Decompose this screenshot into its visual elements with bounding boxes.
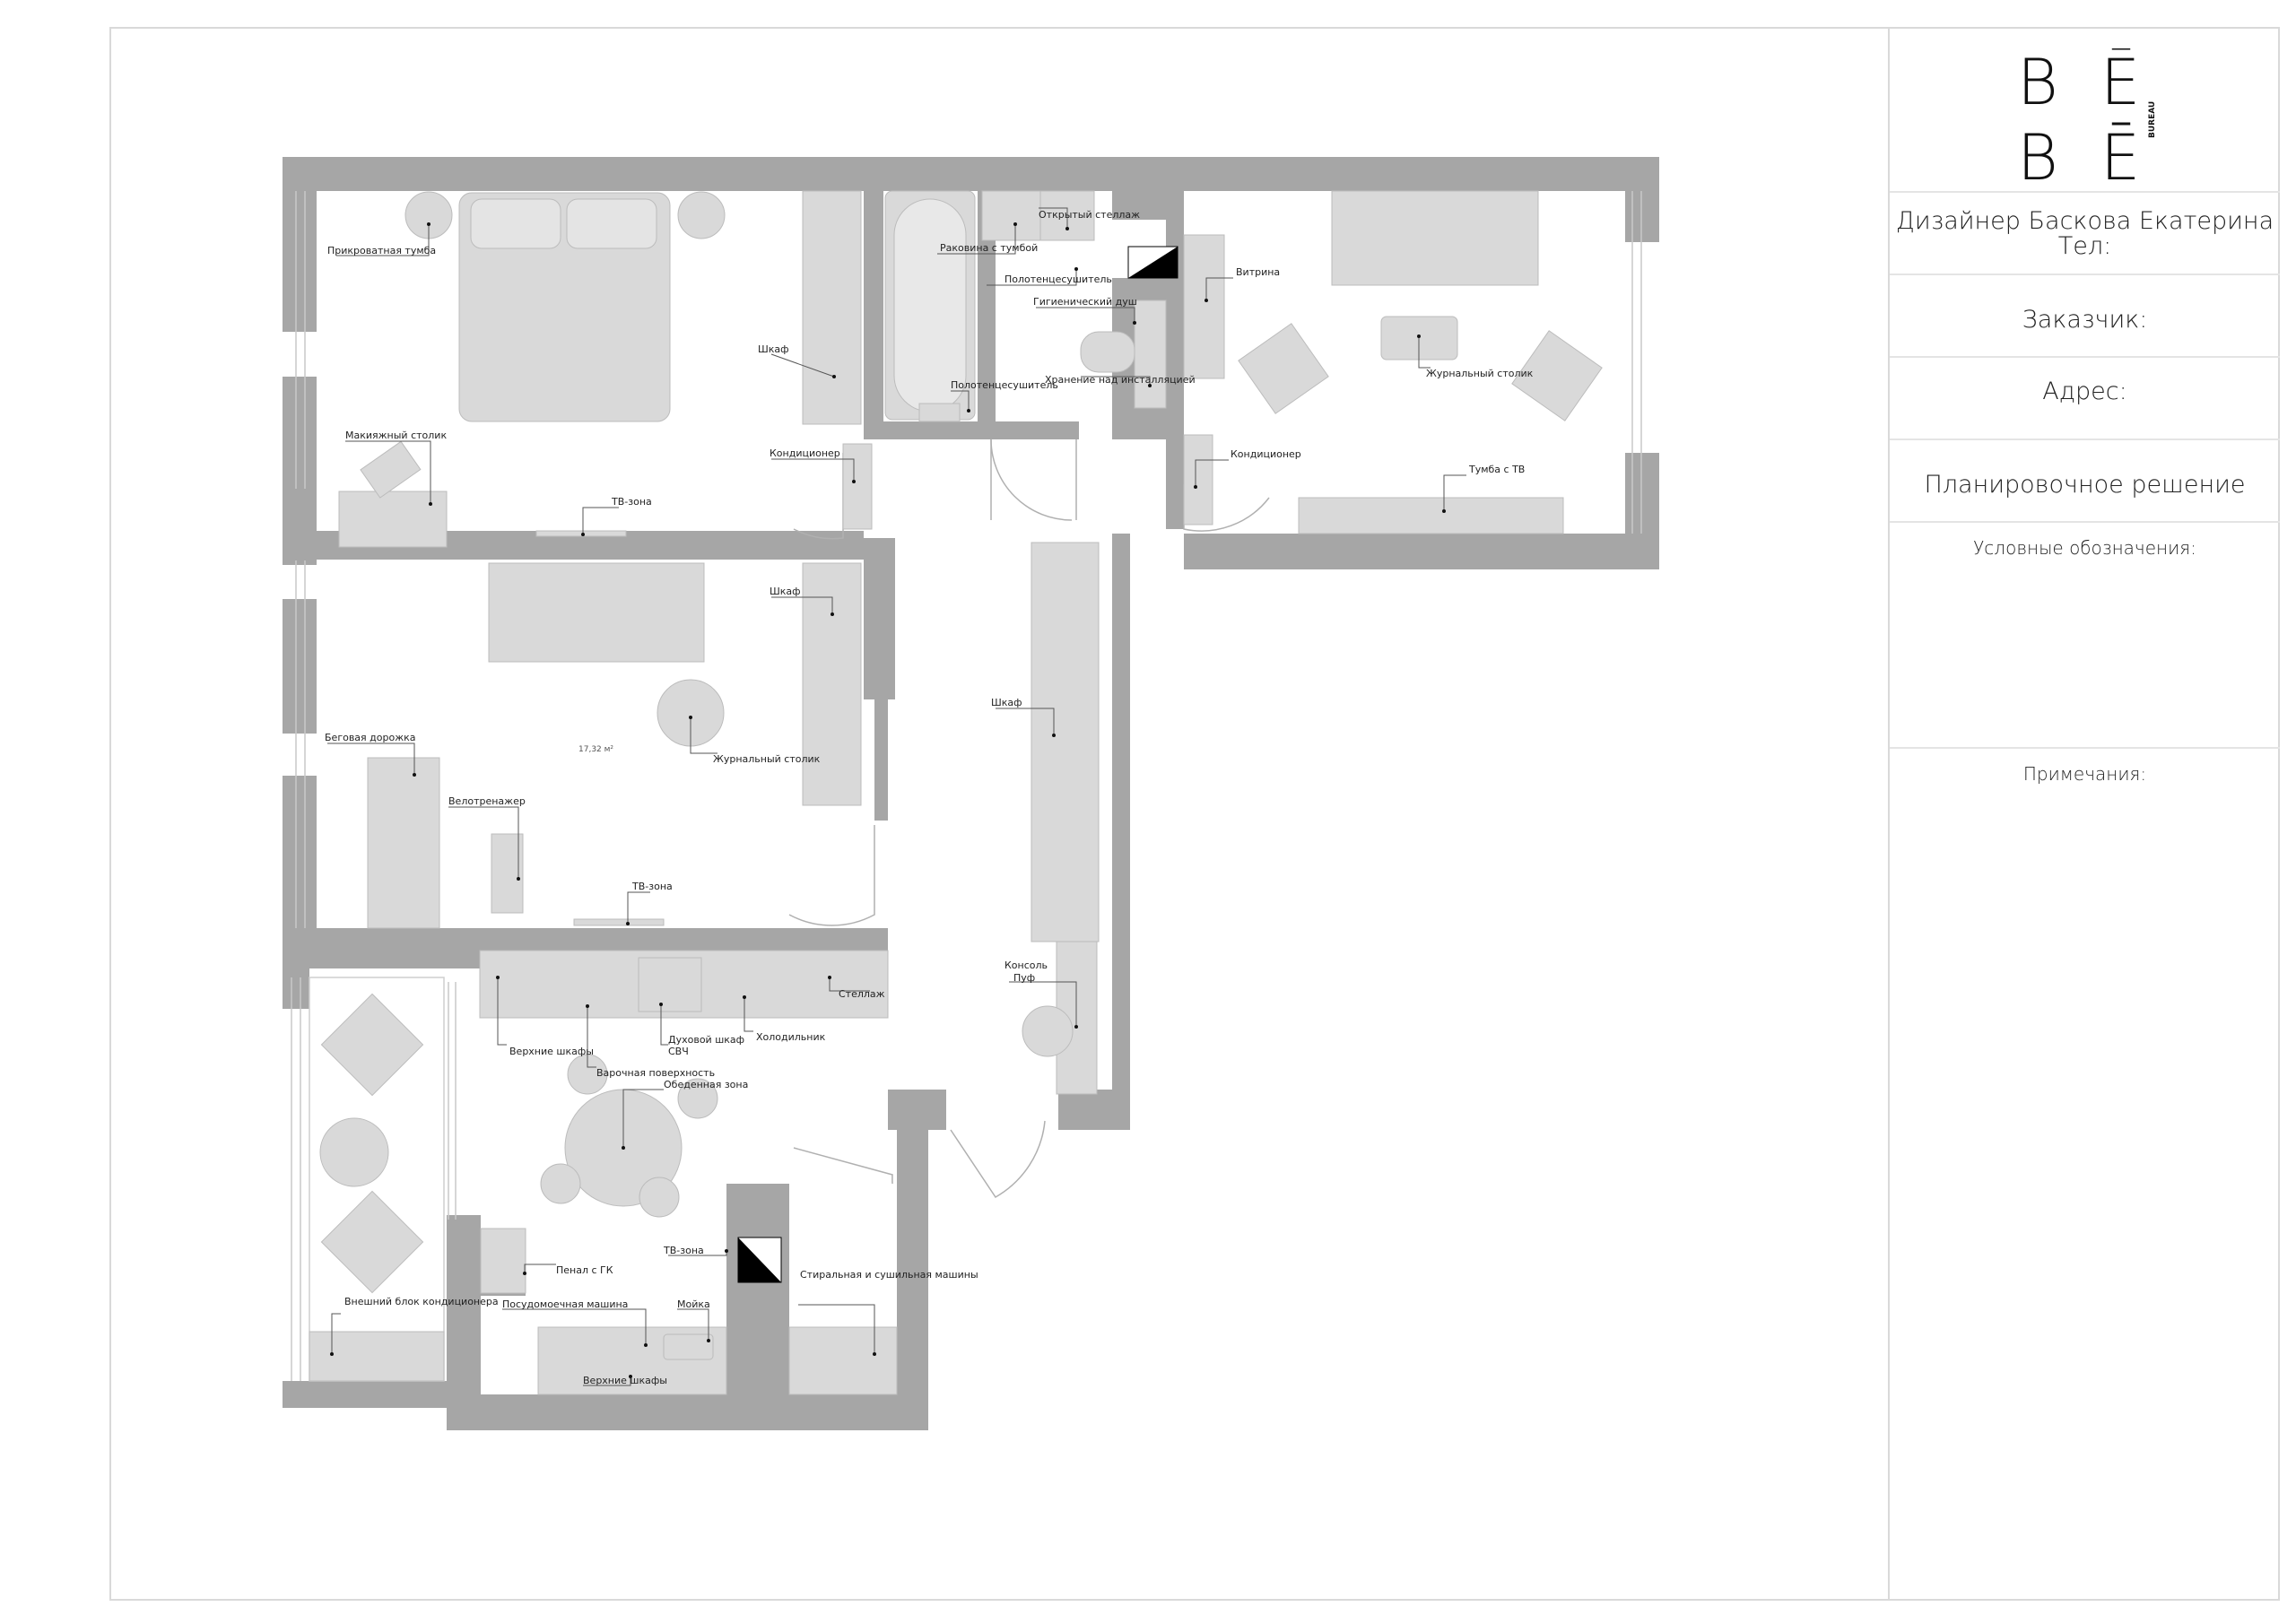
legend-cell: Условные обозначения: (1890, 523, 2280, 749)
address-label: Адрес: (2042, 378, 2127, 405)
label-tv-zone-second: ТВ-зона (631, 881, 673, 892)
hall-wardrobe (1031, 542, 1100, 942)
title-block: B Ē B Ē BUREAU Дизайнер Баскова Екатерин… (1888, 27, 2280, 1601)
bedroom-tv (535, 530, 627, 537)
display-cabinet (1183, 234, 1225, 379)
living-ac (1183, 434, 1213, 525)
label-wardrobe-hall: Шкаф (991, 697, 1022, 708)
label-towel-warmer-bath: Полотенцесушитель (951, 379, 1058, 391)
legend-heading: Условные обозначения: (1973, 537, 2196, 559)
label-wardrobe-bedroom: Шкаф (758, 343, 789, 355)
makeup-table (338, 491, 448, 548)
living-armchair-right (1511, 330, 1603, 421)
floor-plan: 17,32 м² (283, 157, 1659, 1430)
label-bedside-table: Прикроватная тумба (327, 245, 436, 256)
shafts (737, 246, 1178, 1283)
label-tv-zone-kitchen: ТВ-зона (663, 1245, 704, 1256)
washer-dryer (788, 1326, 898, 1395)
doors (788, 439, 1270, 1198)
label-treadmill: Беговая дорожка (325, 732, 416, 743)
drawing-title: Планировочное решение (1924, 471, 2246, 499)
balcony-armchair-top (320, 993, 424, 1097)
exercise-bike (491, 833, 524, 914)
label-upper-cabinets: Верхние шкафы (509, 1046, 594, 1057)
label-console: Консоль (1004, 960, 1048, 971)
pouf (1022, 1005, 1074, 1057)
treadmill (367, 757, 440, 929)
designer-cell: Дизайнер Баскова Екатерина Тел: (1890, 193, 2280, 275)
balcony-armchair-bottom (320, 1190, 424, 1294)
label-outdoor-unit: Внешний блок кондиционера (344, 1296, 499, 1307)
label-dishwasher: Посудомоечная машина (502, 1298, 628, 1310)
notes-cell: Примечания: (1890, 749, 2280, 1599)
pencil-case (480, 1228, 526, 1294)
walls (283, 157, 1659, 1430)
oven (638, 957, 702, 1012)
living-sofa (1331, 190, 1539, 286)
label-oven: Духовой шкаф (668, 1034, 744, 1046)
label-pencil-case: Пенал с ГК (556, 1264, 613, 1276)
label-sink: Раковина с тумбой (940, 242, 1038, 254)
label-pouf: Пуф (1013, 972, 1035, 984)
label-washer-dryer: Стиральная и сушильная машины (800, 1269, 978, 1281)
label-shelving: Стеллаж (839, 988, 885, 1000)
label-fridge: Холодильник (756, 1031, 826, 1043)
drawing-title-cell: Планировочное решение (1890, 440, 2280, 523)
label-display-cabinet: Витрина (1236, 266, 1280, 278)
balcony-table (319, 1117, 389, 1187)
designer-phone: Тел: (2057, 232, 2112, 260)
customer-label: Заказчик: (2022, 306, 2148, 334)
customer-cell: Заказчик: (1890, 275, 2280, 358)
storage-over-installation (1134, 300, 1167, 409)
address-cell: Адрес: (1890, 358, 2280, 440)
label-microwave: СВЧ (668, 1046, 689, 1057)
label-wardrobe-second: Шкаф (770, 586, 801, 597)
label-storage-installation: Хранение над инсталляцией (1045, 374, 1196, 386)
svg-text:B: B (2017, 48, 2058, 119)
label-coffee-table-living: Журнальный столик (1426, 368, 1534, 379)
leader-lines (327, 207, 1466, 1386)
living-armchair-left (1238, 323, 1329, 414)
bedroom-wardrobe (802, 190, 862, 425)
svg-text:Ē: Ē (2100, 48, 2140, 119)
outdoor-ac-unit (309, 1331, 445, 1382)
tv-stand (1298, 497, 1564, 534)
label-kitchen-sink: Мойка (677, 1298, 710, 1310)
svg-text:BUREAU: BUREAU (2148, 101, 2157, 138)
logo-cell: B Ē B Ē BUREAU (1890, 27, 2280, 193)
label-towel-warmer-wc: Полотенцесушитель (1004, 274, 1112, 285)
label-coffee-table-second: Журнальный столик (713, 753, 821, 765)
svg-text:B: B (2017, 121, 2058, 183)
label-open-shelving: Открытый стеллаж (1039, 209, 1140, 221)
designer-name: Дизайнер Баскова Екатерина (1895, 207, 2274, 235)
furniture (309, 190, 1603, 1395)
leader-dots (330, 222, 1446, 1378)
label-hygienic-shower: Гигиенический душ (1033, 296, 1137, 308)
windows (291, 191, 1642, 1381)
label-upper-cabinets-2: Верхние шкафы (583, 1375, 667, 1386)
label-tv-zone-bedroom: ТВ-зона (611, 496, 652, 508)
label-tv-stand: Тумба с ТВ (1468, 464, 1525, 475)
bedside-table-right (677, 191, 726, 239)
bebe-bureau-logo: B Ē B Ē BUREAU (2017, 48, 2157, 183)
plan-labels: Прикроватная тумба Шкаф Макияжный столик… (325, 209, 1534, 1386)
label-exercise-bike: Велотренажер (448, 795, 526, 807)
area-label: 17,32 м² (578, 745, 613, 754)
label-cooktop: Варочная поверхность (596, 1067, 715, 1079)
label-makeup-table: Макияжный столик (345, 430, 447, 441)
second-sofa (488, 562, 705, 663)
label-dining-zone: Обеденная зона (664, 1079, 748, 1090)
drawing-sheet-border (109, 27, 2280, 1601)
toilet (1080, 331, 1135, 373)
label-ac-living: Кондиционер (1231, 448, 1301, 460)
double-bed (458, 192, 671, 422)
svg-text:Ē: Ē (2100, 121, 2140, 183)
label-ac-bedroom: Кондиционер (770, 447, 840, 459)
notes-heading: Примечания: (2022, 763, 2147, 785)
kitchen-sink (663, 1333, 714, 1360)
second-tv (573, 918, 665, 926)
bedroom-ac (842, 443, 873, 530)
